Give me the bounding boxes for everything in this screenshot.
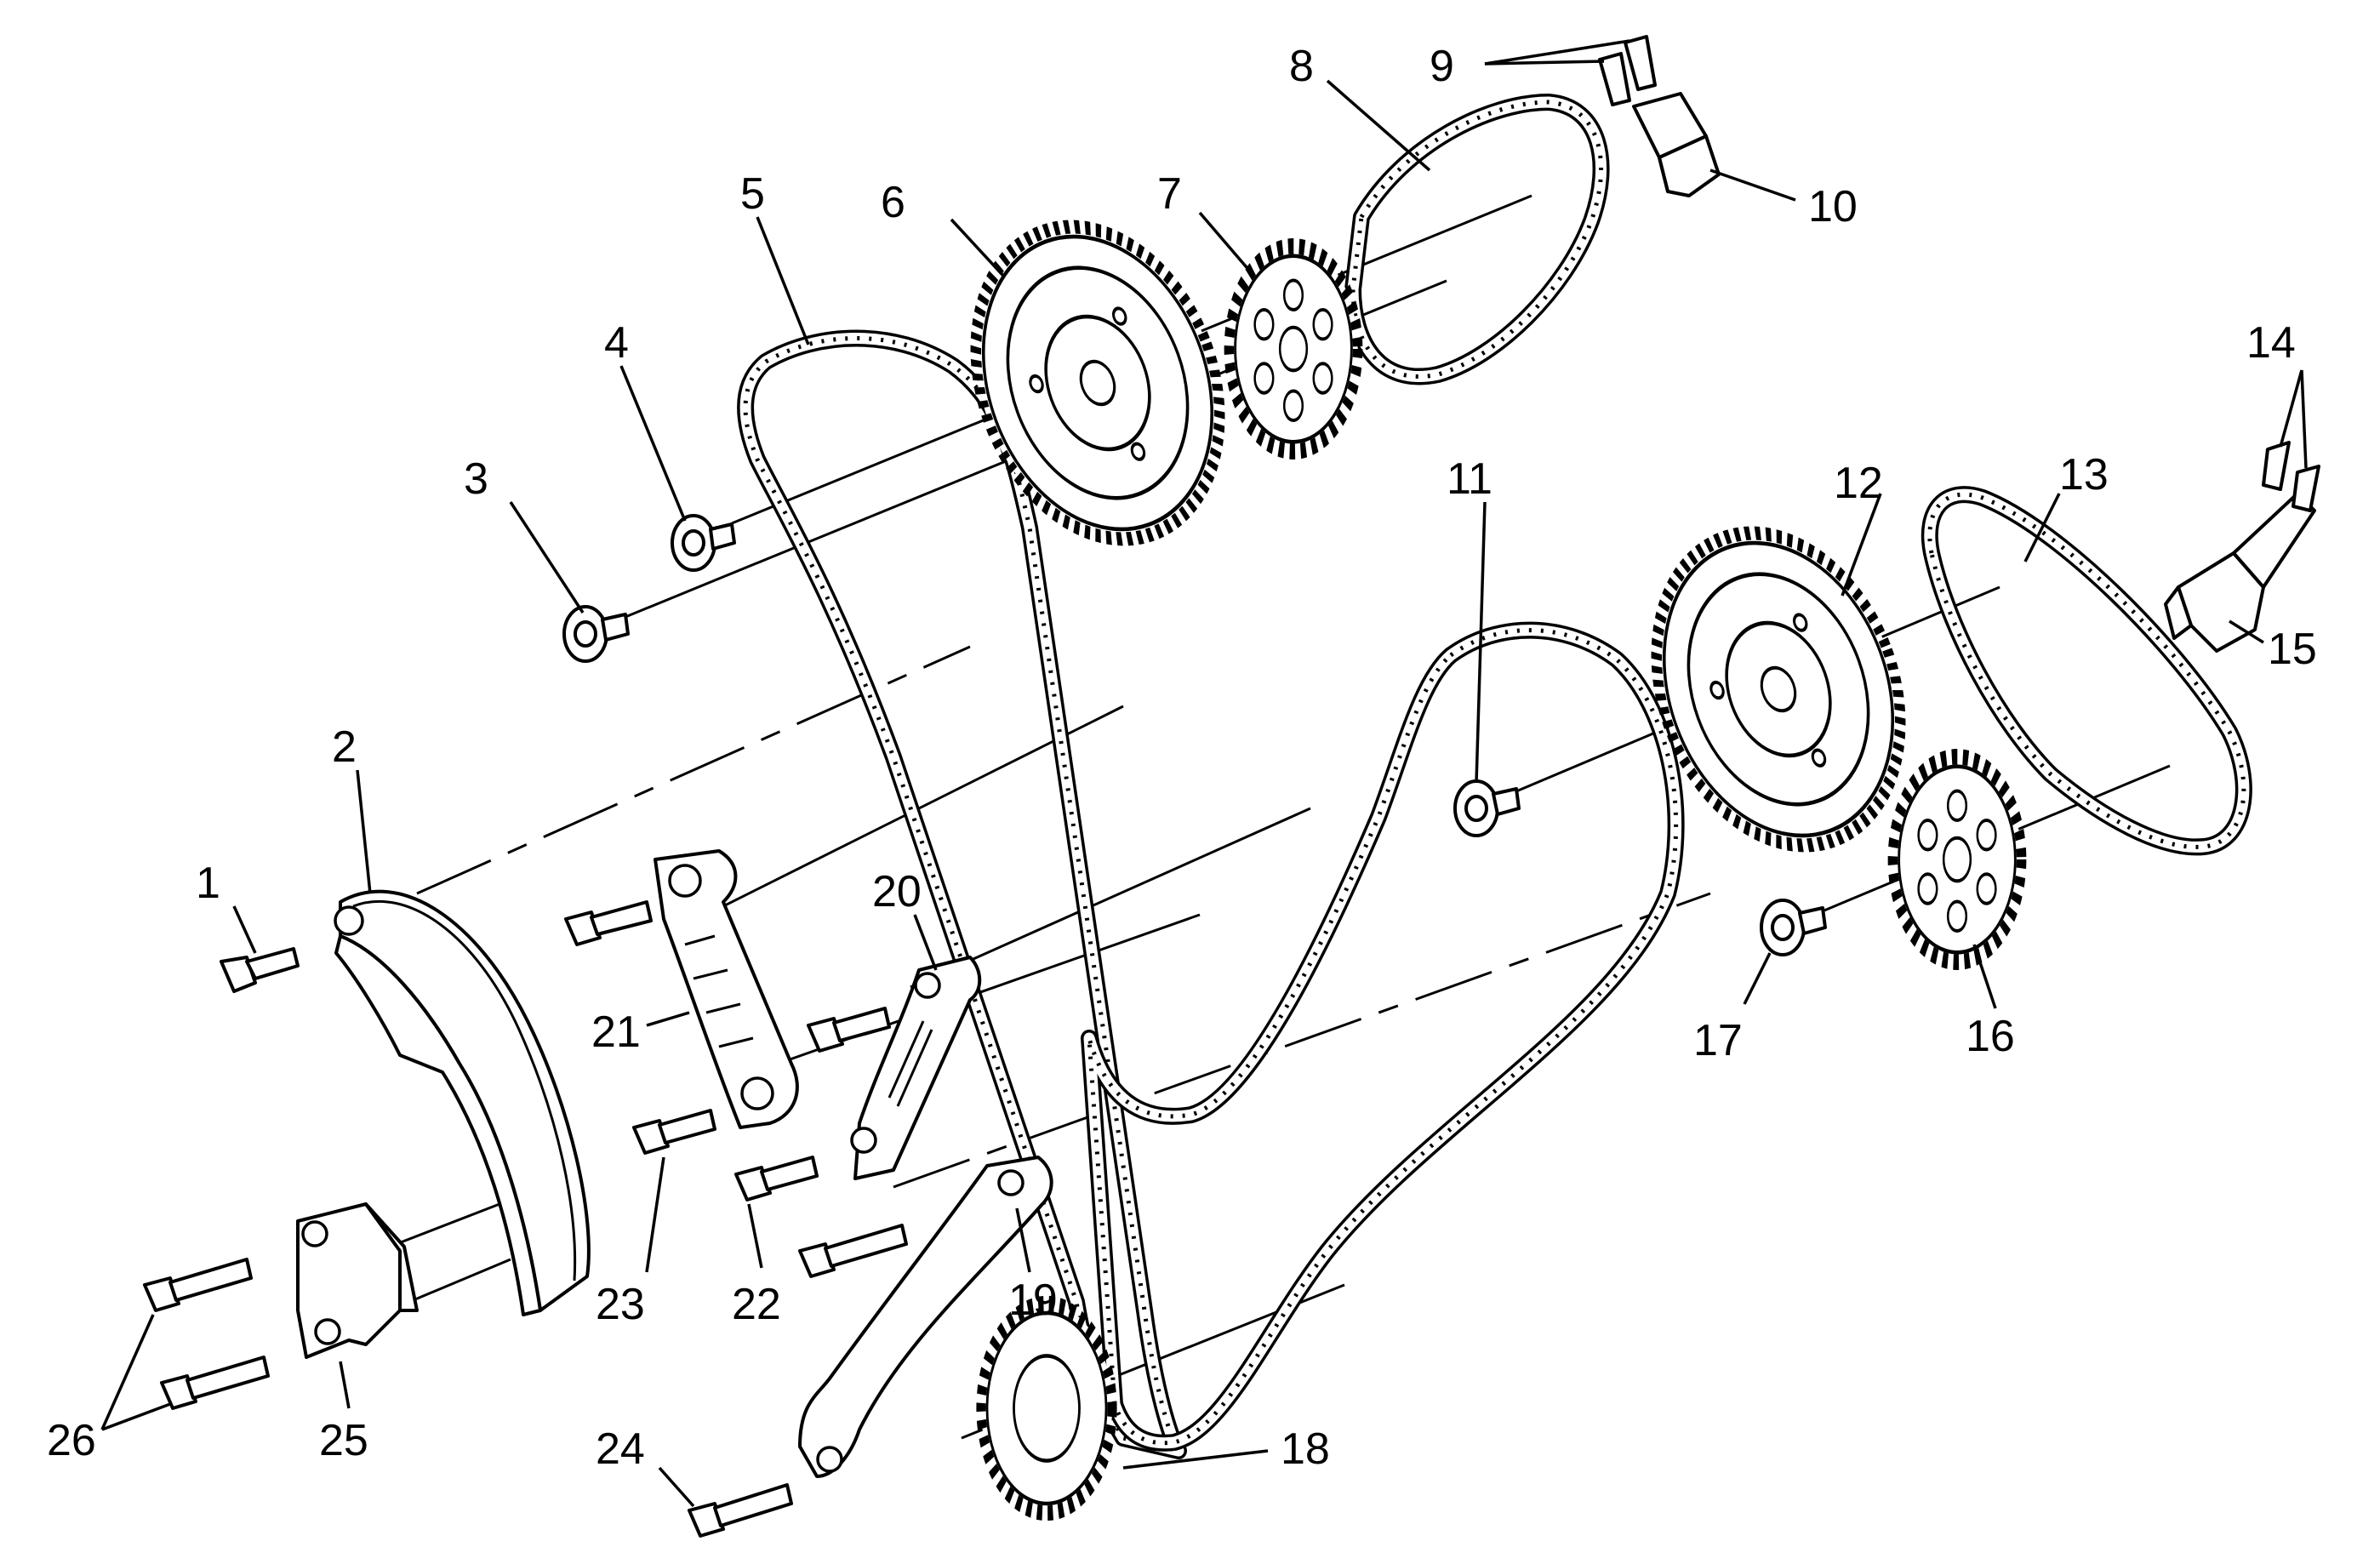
secondary-chain-lower [1921,486,2252,856]
chain-guide-20 [850,956,982,1180]
callout-13: 13 [2059,450,2109,499]
bolt-20 [807,1007,891,1053]
washer-bolt-4 [671,514,736,572]
callout-19: 19 [1008,1276,1058,1325]
leader-lines [100,39,2308,1508]
callout-25: 25 [319,1416,368,1465]
callout-8: 8 [1289,42,1314,91]
callout-21: 21 [591,1007,641,1057]
callout-2: 2 [332,722,357,772]
callout-labels: 1 2 3 4 5 6 7 8 9 10 11 12 13 14 15 16 1… [47,42,2317,1474]
bolt-22 [734,1156,819,1202]
callout-24: 24 [596,1424,645,1474]
callout-14: 14 [2246,318,2296,368]
callout-12: 12 [1834,459,1883,508]
bolt-24 [688,1483,793,1538]
callout-1: 1 [196,859,220,908]
callout-22: 22 [732,1280,781,1329]
bolt-26-upper [143,1258,253,1312]
bolt-19 [798,1224,908,1278]
bolt-9-pair [1598,35,1657,106]
callout-6: 6 [881,178,905,227]
bolts [143,35,2320,1538]
chain-tensioner [296,1202,419,1359]
secondary-chain-upper [1344,94,1610,385]
callout-15: 15 [2268,625,2317,674]
primary-timing-chain-right [1081,621,1685,1452]
bolt-23 [632,1109,716,1155]
callout-4: 4 [604,318,629,368]
intermediate-sprocket-upper [1224,238,1363,459]
callout-20: 20 [872,867,922,916]
callout-18: 18 [1281,1424,1330,1474]
washer-bolt-17 [1760,899,1827,956]
callout-16: 16 [1966,1012,2015,1061]
axis-guide-2 [416,645,971,895]
washer-bolt-11 [1453,779,1521,837]
callout-10: 10 [1808,182,1858,231]
callout-5: 5 [740,169,765,219]
callout-17: 17 [1693,1016,1743,1065]
bolt-21-top [564,900,653,946]
bolt-26-lower [160,1356,270,1410]
callout-9: 9 [1430,42,1454,91]
crankshaft-sprocket [976,1295,1117,1521]
secondary-tensioner-upper [1632,92,1721,197]
callout-11: 11 [1447,454,1492,504]
intermediate-sprocket-lower [1887,749,2027,970]
chain-guide-large [334,889,591,1316]
primary-timing-chain-left [737,329,1187,1459]
axis-bolt-20 [910,807,1311,989]
washer-bolts [562,514,1827,956]
callout-26: 26 [47,1416,96,1465]
secondary-tensioner-lower [2164,492,2316,653]
camshaft-sprocket-left [970,220,1225,546]
callout-7: 7 [1157,169,1182,219]
callout-23: 23 [596,1280,645,1329]
chain-guide-21 [654,849,799,1129]
camshaft-sprocket-right [1651,526,1906,853]
washer-bolt-3 [562,605,630,663]
callout-3: 3 [464,454,488,504]
bolt-1 [220,947,300,993]
chain-guide-19 [798,1156,1053,1478]
